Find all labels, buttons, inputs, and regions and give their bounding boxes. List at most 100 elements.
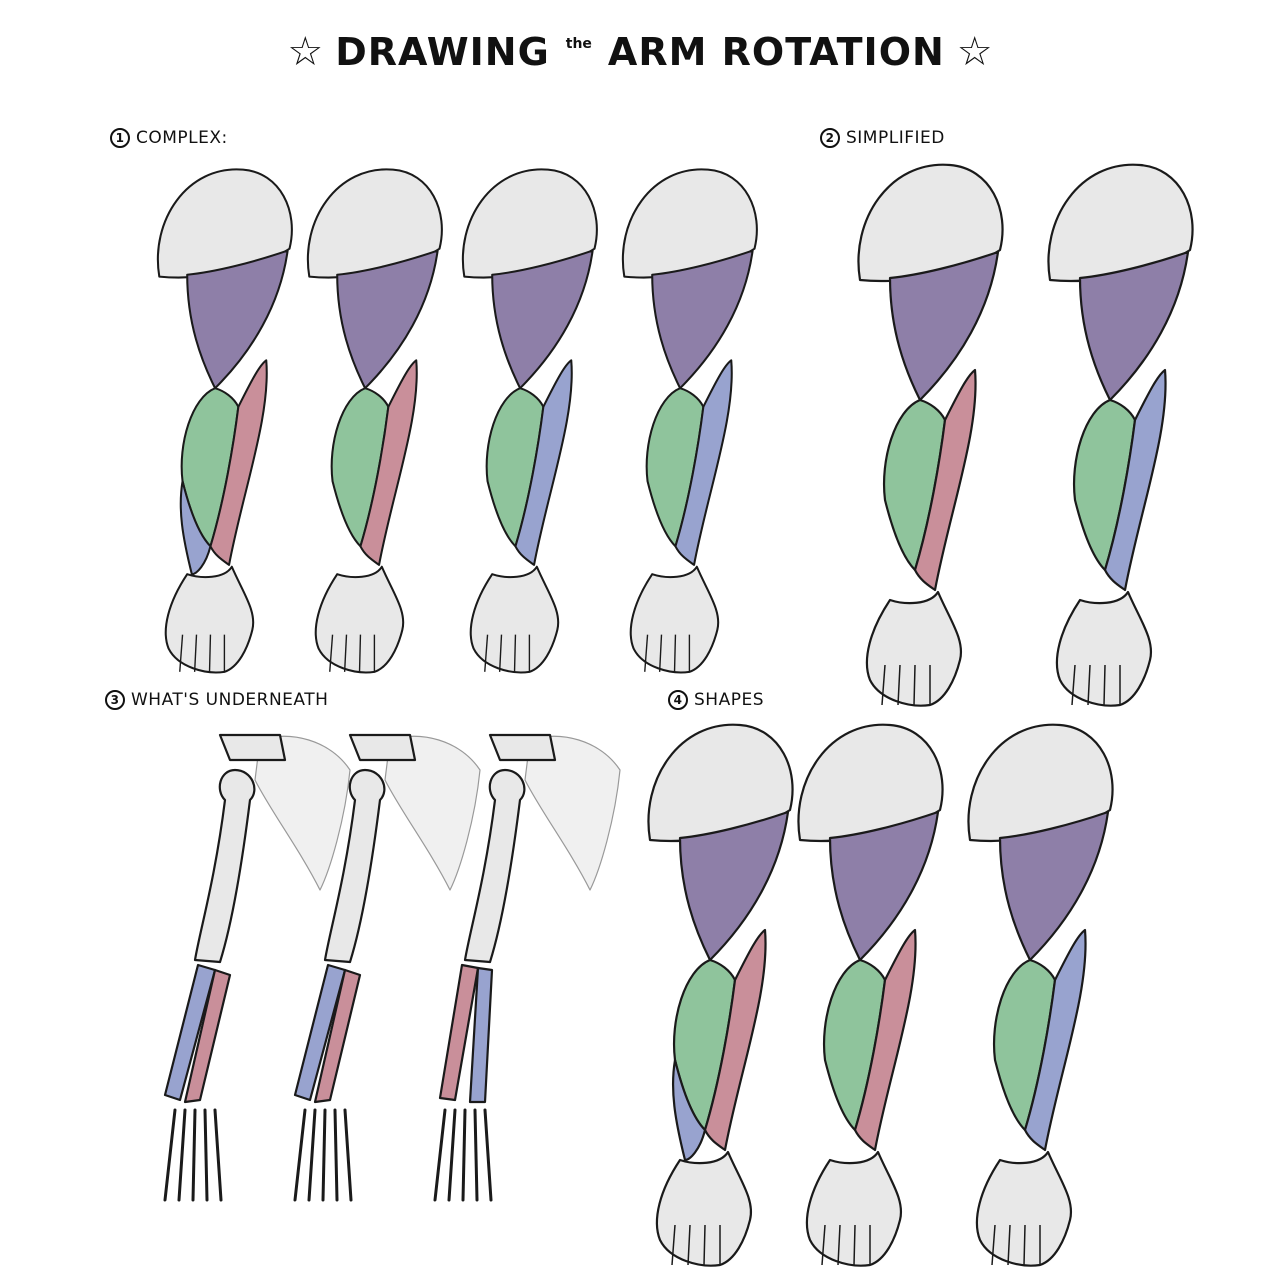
finger-line xyxy=(484,634,489,672)
finger-line xyxy=(1023,1224,1026,1266)
arm-figure xyxy=(967,723,1114,1267)
finger-line xyxy=(991,1224,996,1266)
hand-shape xyxy=(1055,590,1153,707)
humerus-bone xyxy=(463,768,526,964)
star-icon: ☆ xyxy=(956,29,993,75)
finger-line xyxy=(513,634,517,672)
section-label-complex: 1 COMPLEX: xyxy=(110,128,228,148)
humerus-bone xyxy=(323,768,386,964)
forearm-second-muscle xyxy=(209,359,268,566)
skeleton-figure xyxy=(293,733,481,1202)
arm-figure xyxy=(647,723,794,1267)
forearm-second-muscle xyxy=(1023,928,1087,1152)
finger-line xyxy=(1071,664,1076,706)
finger-line xyxy=(644,634,649,672)
forearm-blue-muscle xyxy=(179,480,212,576)
ulna-bone xyxy=(438,963,480,1102)
finger-bone xyxy=(447,1108,457,1202)
finger-line xyxy=(343,634,348,672)
forearm-second-muscle xyxy=(674,359,733,566)
arm-figure xyxy=(621,168,758,674)
skeleton-figure xyxy=(163,733,351,1202)
upper-arm-muscle xyxy=(186,249,289,390)
section-title: COMPLEX: xyxy=(136,128,228,148)
finger-line xyxy=(897,664,901,706)
page-title: ☆ DRAWING the ARM ROTATION ☆ xyxy=(0,22,1280,82)
hand-shape xyxy=(164,565,255,674)
ulna-bone xyxy=(313,968,362,1104)
finger-line xyxy=(821,1224,826,1266)
acromion-bone xyxy=(488,733,557,762)
finger-line xyxy=(329,634,334,672)
finger-line xyxy=(1103,664,1106,706)
section-label-shapes: 4 SHAPES xyxy=(668,690,764,710)
finger-line xyxy=(881,664,886,706)
arm-figure xyxy=(306,168,443,674)
forearm-second-muscle xyxy=(913,368,977,592)
upper-arm-muscle xyxy=(888,250,1000,402)
arm-figure xyxy=(461,168,598,674)
finger-bone xyxy=(333,1108,339,1202)
finger-line xyxy=(913,664,916,706)
title-the: the xyxy=(565,36,592,52)
finger-bone xyxy=(461,1108,467,1202)
finger-bone xyxy=(307,1108,317,1202)
forearm-second-muscle xyxy=(853,928,917,1152)
finger-bone xyxy=(191,1108,197,1202)
arm-figure xyxy=(857,163,1004,707)
section-title: SIMPLIFIED xyxy=(846,128,945,148)
finger-line xyxy=(193,634,198,672)
finger-line xyxy=(1007,1224,1011,1266)
forearm-second-muscle xyxy=(1103,368,1167,592)
upper-arm-muscle xyxy=(336,249,439,390)
title-drawing: DRAWING xyxy=(335,30,550,74)
radius-bone xyxy=(468,966,494,1104)
upper-arm-muscle xyxy=(1078,250,1190,402)
radius-bone xyxy=(293,963,347,1102)
finger-line xyxy=(1087,664,1091,706)
section-number: 4 xyxy=(668,690,688,710)
arm-figure xyxy=(797,723,944,1267)
forearm-second-muscle xyxy=(514,359,573,566)
finger-line xyxy=(837,1224,841,1266)
finger-bone xyxy=(293,1108,307,1202)
section-number: 3 xyxy=(105,690,125,710)
section-label-simplified: 2 SIMPLIFIED xyxy=(820,128,945,148)
section-title: WHAT'S UNDERNEATH xyxy=(131,690,329,710)
finger-bone xyxy=(343,1108,353,1202)
finger-line xyxy=(658,634,663,672)
finger-line xyxy=(853,1224,856,1266)
simplified-arms-group xyxy=(857,163,1194,707)
upper-arm-muscle xyxy=(678,810,790,962)
finger-bone xyxy=(203,1108,209,1202)
finger-bone xyxy=(321,1108,327,1202)
finger-bone xyxy=(213,1108,223,1202)
finger-bone xyxy=(177,1108,187,1202)
hand-shape xyxy=(314,565,405,674)
finger-line xyxy=(358,634,362,672)
forearm-second-muscle xyxy=(359,359,418,566)
section-number: 1 xyxy=(110,128,130,148)
finger-bone xyxy=(473,1108,479,1202)
hand-shape xyxy=(805,1150,903,1267)
finger-line xyxy=(671,1224,676,1266)
finger-bone xyxy=(163,1108,177,1202)
arm-figure xyxy=(1047,163,1194,707)
hand-shape xyxy=(629,565,720,674)
section-title: SHAPES xyxy=(694,690,764,710)
arm-figure xyxy=(156,168,293,674)
acromion-bone xyxy=(218,733,287,762)
skeleton-figure xyxy=(433,733,621,1202)
hand-shape xyxy=(469,565,560,674)
scapula-bone xyxy=(254,735,351,891)
upper-arm-muscle xyxy=(998,810,1110,962)
upper-arm-muscle xyxy=(491,249,594,390)
star-icon: ☆ xyxy=(287,29,324,75)
acromion-bone xyxy=(348,733,417,762)
scapula-bone xyxy=(524,735,621,891)
hand-shape xyxy=(975,1150,1073,1267)
skeleton-arms-group xyxy=(163,733,621,1202)
complex-arms-group xyxy=(156,168,758,674)
humerus-bone xyxy=(193,768,256,964)
finger-line xyxy=(208,634,212,672)
